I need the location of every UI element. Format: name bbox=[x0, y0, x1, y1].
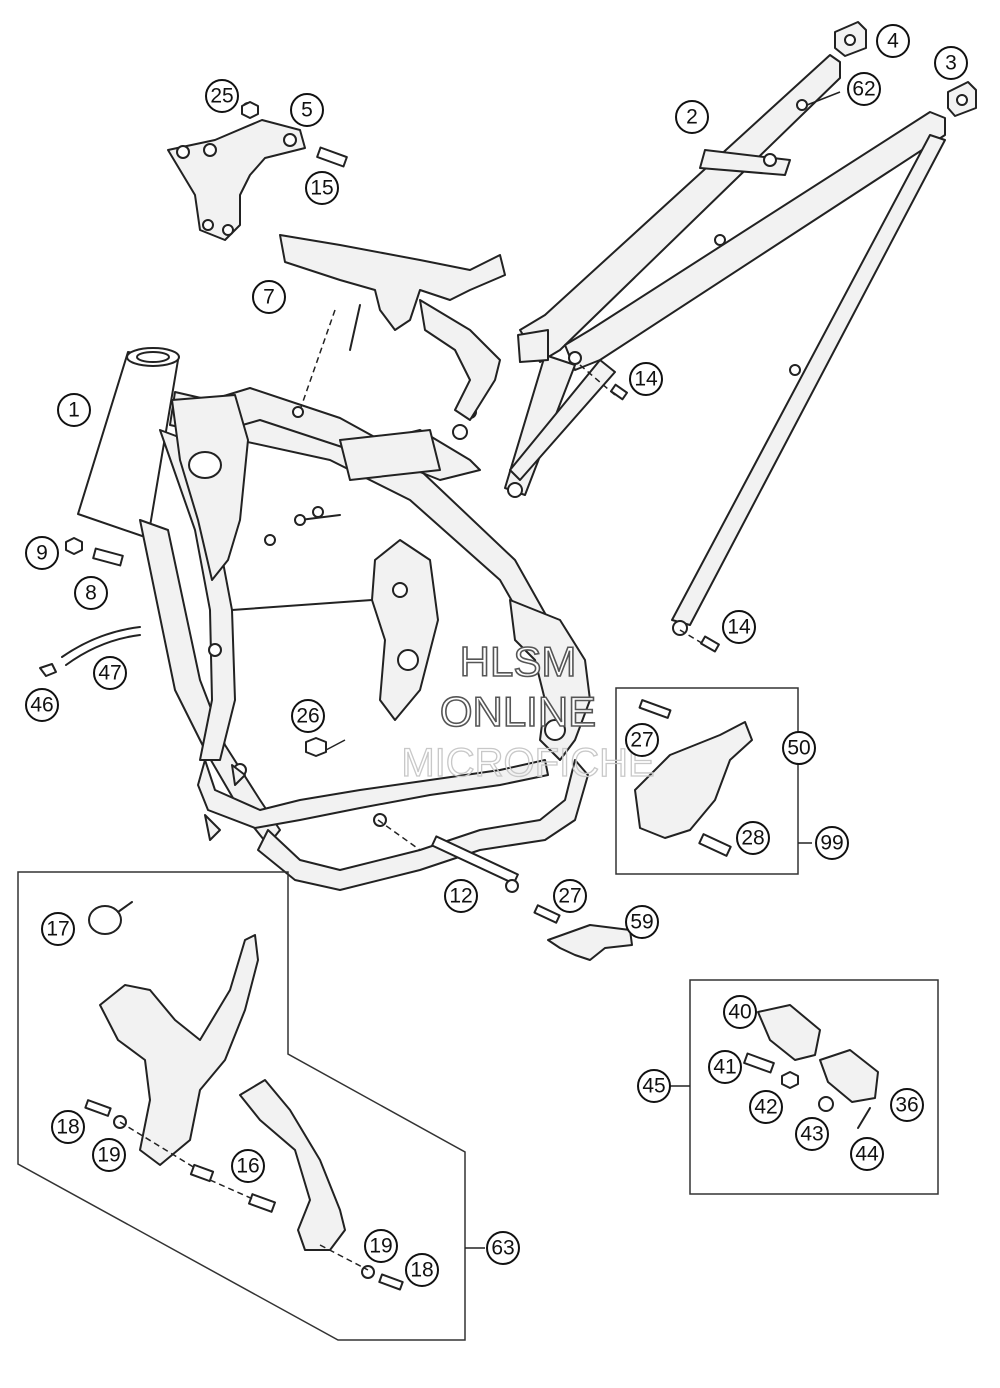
svg-text:26: 26 bbox=[296, 705, 319, 728]
end-cap-3-drawing bbox=[947, 81, 977, 117]
callout-43: 43 bbox=[795, 1117, 829, 1151]
svg-text:62: 62 bbox=[852, 78, 875, 101]
tank-bracket-drawing bbox=[279, 234, 506, 421]
callout-17: 17 bbox=[41, 912, 75, 946]
svg-text:25: 25 bbox=[210, 85, 233, 108]
clip-46-drawing bbox=[39, 663, 57, 677]
callout-1: 1 bbox=[57, 393, 91, 427]
watermark-line3: MICROFICHE bbox=[401, 741, 654, 785]
svg-text:14: 14 bbox=[727, 616, 751, 639]
svg-text:28: 28 bbox=[741, 827, 764, 850]
callout-25: 25 bbox=[205, 79, 239, 113]
watermark: HLSM ONLINE MICROFICHE bbox=[401, 637, 656, 785]
callout-40: 40 bbox=[723, 995, 757, 1029]
callout-9: 9 bbox=[25, 536, 59, 570]
svg-text:4: 4 bbox=[887, 30, 899, 53]
callout-41: 41 bbox=[708, 1050, 742, 1084]
svg-text:44: 44 bbox=[855, 1143, 879, 1166]
callout-19-right: 19 bbox=[364, 1229, 398, 1263]
watermark-line2: ONLINE bbox=[440, 688, 596, 735]
bolt-8-drawing bbox=[92, 547, 124, 567]
svg-text:63: 63 bbox=[491, 1237, 514, 1260]
callout-42: 42 bbox=[749, 1090, 783, 1124]
callout-12: 12 bbox=[444, 879, 478, 913]
svg-text:18: 18 bbox=[56, 1116, 79, 1139]
svg-text:47: 47 bbox=[98, 662, 121, 685]
callout-4: 4 bbox=[876, 24, 910, 58]
svg-text:19: 19 bbox=[369, 1235, 392, 1258]
callout-28: 28 bbox=[736, 821, 770, 855]
svg-text:40: 40 bbox=[728, 1001, 751, 1024]
svg-text:12: 12 bbox=[449, 885, 472, 908]
svg-text:36: 36 bbox=[895, 1094, 918, 1117]
nut-26-drawing bbox=[305, 737, 346, 757]
callout-47: 47 bbox=[93, 656, 127, 690]
callout-18-right: 18 bbox=[405, 1253, 439, 1287]
svg-text:16: 16 bbox=[236, 1155, 259, 1178]
svg-text:5: 5 bbox=[301, 99, 313, 122]
engine-bracket-drawing bbox=[167, 102, 348, 241]
hose-47-drawing bbox=[61, 626, 141, 666]
callout-15: 15 bbox=[305, 171, 339, 205]
bolt-12-drawing bbox=[377, 819, 519, 893]
callout-14-upper: 14 bbox=[629, 362, 663, 396]
callout-99: 99 bbox=[815, 826, 849, 860]
nut-9-drawing bbox=[65, 537, 83, 555]
bolt-14-upper-drawing bbox=[579, 364, 629, 401]
svg-text:43: 43 bbox=[800, 1123, 823, 1146]
group-45-drawing bbox=[670, 979, 939, 1195]
callout-27-lower: 27 bbox=[553, 879, 587, 913]
subframe-drawing bbox=[504, 54, 946, 636]
group-99-drawing bbox=[615, 687, 812, 875]
svg-text:45: 45 bbox=[642, 1075, 665, 1098]
svg-text:99: 99 bbox=[820, 832, 843, 855]
callout-59: 59 bbox=[625, 905, 659, 939]
svg-text:8: 8 bbox=[85, 582, 97, 605]
callout-44: 44 bbox=[850, 1137, 884, 1171]
svg-text:15: 15 bbox=[310, 177, 333, 200]
svg-text:42: 42 bbox=[754, 1096, 777, 1119]
callout-50: 50 bbox=[782, 731, 816, 765]
svg-text:14: 14 bbox=[634, 368, 658, 391]
callout-7: 7 bbox=[252, 280, 286, 314]
callout-18-left: 18 bbox=[51, 1110, 85, 1144]
guard-59-drawing bbox=[533, 904, 633, 961]
callout-14-lower: 14 bbox=[722, 610, 756, 644]
bolt-14-lower-drawing bbox=[679, 629, 720, 653]
callout-3: 3 bbox=[934, 46, 968, 80]
svg-text:9: 9 bbox=[36, 542, 48, 565]
callout-8: 8 bbox=[74, 576, 108, 610]
svg-text:3: 3 bbox=[945, 52, 957, 75]
callout-63: 63 bbox=[486, 1231, 520, 1265]
watermark-line1: HLSM bbox=[460, 638, 577, 685]
group-63-drawing bbox=[17, 871, 485, 1341]
svg-text:7: 7 bbox=[263, 286, 275, 309]
callout-36: 36 bbox=[890, 1088, 924, 1122]
callout-2: 2 bbox=[675, 100, 709, 134]
svg-text:41: 41 bbox=[713, 1056, 736, 1079]
callout-45: 45 bbox=[637, 1069, 671, 1103]
svg-text:59: 59 bbox=[630, 911, 653, 934]
svg-text:2: 2 bbox=[686, 106, 698, 129]
callout-62: 62 bbox=[847, 72, 881, 106]
callout-27-box99: 27 bbox=[625, 723, 659, 757]
callout-5: 5 bbox=[290, 93, 324, 127]
svg-text:17: 17 bbox=[46, 918, 69, 941]
callout-19-left: 19 bbox=[92, 1138, 126, 1172]
svg-text:46: 46 bbox=[30, 694, 53, 717]
nut-25-drawing bbox=[241, 101, 259, 119]
callout-16: 16 bbox=[231, 1149, 265, 1183]
callout-26: 26 bbox=[291, 699, 325, 733]
svg-text:50: 50 bbox=[787, 737, 810, 760]
svg-text:18: 18 bbox=[410, 1259, 433, 1282]
end-cap-4-drawing bbox=[834, 21, 867, 57]
callout-46: 46 bbox=[25, 688, 59, 722]
svg-text:27: 27 bbox=[558, 885, 581, 908]
bolt-62-drawing bbox=[796, 91, 841, 111]
svg-text:1: 1 bbox=[68, 399, 80, 422]
svg-text:27: 27 bbox=[630, 729, 653, 752]
main-frame-drawing bbox=[77, 347, 591, 891]
svg-text:19: 19 bbox=[97, 1144, 120, 1167]
